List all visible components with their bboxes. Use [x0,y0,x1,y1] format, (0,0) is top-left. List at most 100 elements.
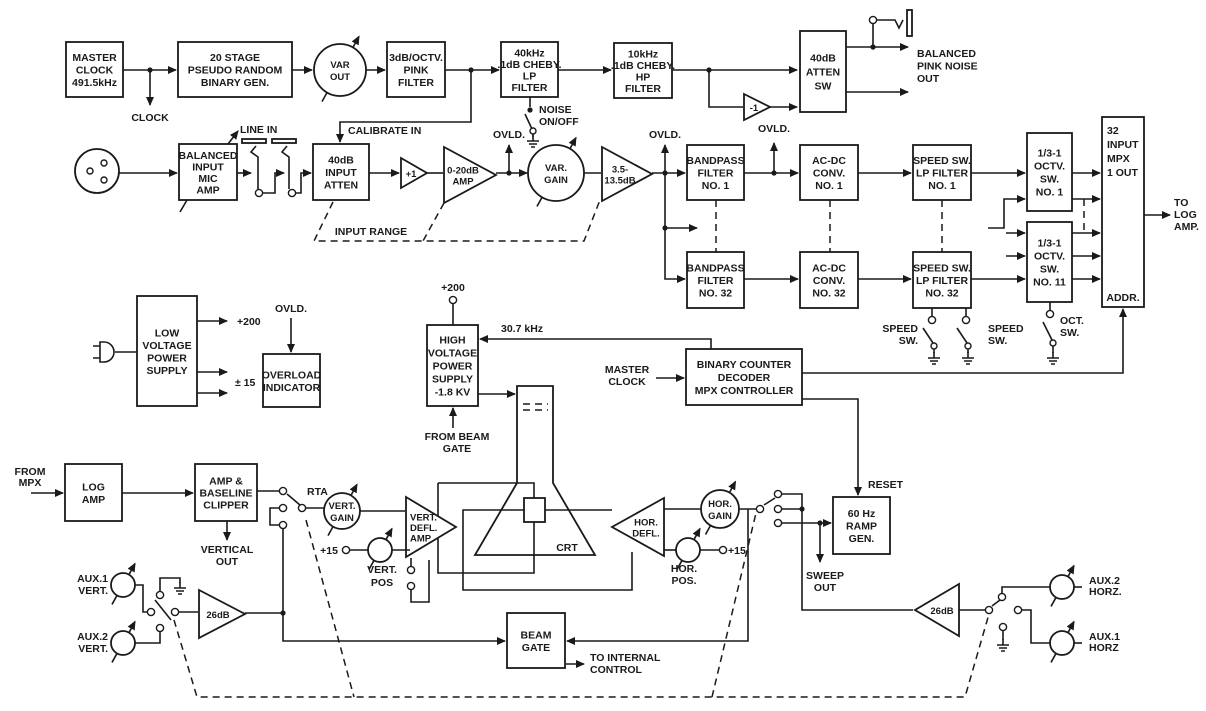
terminal-icon [984,605,994,615]
hp-filter-label: HP [636,71,651,83]
plus200-lv-label: +200 [237,316,261,328]
ground-icon [962,352,974,365]
khz-label: 30.7 kHz [501,323,543,335]
aux2-horz-label: AUX.2 [1089,575,1120,587]
overload-label: INDICATOR [263,382,321,394]
rta-label: RTA [307,486,328,498]
ovld-3-label: OVLD. [758,123,790,135]
hv-ps-label: POWER [433,361,473,373]
input-atten-label: ATTEN [324,180,358,192]
terminal-icon [998,622,1008,632]
master-clock-label: 491.5kHz [72,77,117,89]
vert-defl-label: DEFL. [410,523,437,534]
terminal-icon [755,504,765,514]
lp-32-block [912,251,972,309]
bandpass-1-label: BANDPASS [686,155,744,167]
amp-clipper-label: AMP & [209,476,243,488]
bandpass-1-label: NO. 1 [702,180,730,192]
amp-35-label: 3.5- [612,165,628,176]
mpx-addr-label: ADDR. [1106,292,1139,304]
master-clock-in-label: CLOCK [608,376,646,388]
connector-pin-icon [100,159,108,167]
atten-sw-label: ATTEN [806,67,840,79]
potentiometer-arrow-icon [728,480,737,493]
vertical-out-label: OUT [216,556,239,568]
hor-gain-label: HOR. [708,499,732,510]
bandpass-1-label: FILTER [698,168,734,180]
prbg-label: 20 STAGE [210,52,260,64]
potentiometer-control [1049,574,1075,600]
bandpass-1-block [686,144,745,201]
mic-amp-label: MIC [198,173,218,185]
bandpass-32-label: FILTER [698,275,734,287]
terminal-icon [773,504,783,514]
overload-block [262,353,321,408]
beam-gate-label: BEAM [521,629,552,641]
potentiometer-arrow-icon [127,620,136,633]
speed-sw-1-label: SPEED [882,323,918,335]
terminal-icon [964,342,972,350]
line-in-jack-icon [241,138,267,144]
potentiometer-stub [676,560,683,570]
mpx-label: MPX [1107,153,1130,165]
lp-1-block [912,144,972,201]
to-internal-label: TO INTERNAL [590,652,661,664]
terminal-icon [278,486,288,496]
terminal-icon [155,623,165,633]
potentiometer-stub [111,653,118,663]
signal-line [438,482,535,498]
amp-0-20-label: 0-20dB [447,166,479,177]
potentiometer-control [367,537,393,563]
terminal-icon [406,565,416,575]
pink-filter-block [386,41,446,98]
lv-ps-label: VOLTAGE [142,340,191,352]
aux1-horz-label: AUX.1 [1089,631,1120,643]
sync-line [479,335,712,349]
hv-ps-label: SUPPLY [432,374,473,386]
ground-icon [174,582,186,595]
overload-label: OVERLOAD [262,369,322,381]
signal-line [462,509,633,591]
terminal-icon [146,607,156,617]
ground-icon [1047,352,1059,365]
ground-icon [928,352,940,365]
terminal-icon [773,518,783,528]
lp-1-label: LP FILTER [916,168,969,180]
buffer-label: +1 [406,169,418,180]
signal-line [664,173,686,283]
terminal-icon [155,590,165,600]
plus15-vert-label: +15 [320,545,338,557]
pink-filter-label: 3dB/OCTV. [389,52,443,64]
potentiometer-arrow-icon [1066,620,1075,633]
input-atten-label: 40dB [328,155,354,167]
sweep-out-label: SWEEP [806,570,844,582]
signal-line [988,195,1026,229]
mic-amp-block [178,143,238,201]
inverter-amplifier [743,92,773,122]
switch-lever [763,497,776,506]
ganged-link [711,512,757,698]
atten-sw-label: SW [815,81,832,93]
potentiometer-control [675,537,701,563]
signal-line [410,560,430,603]
balanced-out-label: OUT [917,73,940,85]
prbg-label: PSEUDO RANDOM [188,65,283,77]
crt-label: CRT [556,542,578,554]
hor-pos-label: HOR. [671,563,697,575]
acdc-32-block [799,251,859,309]
potentiometer-stub [327,526,334,537]
hv-ps-label: HIGH [439,335,465,347]
from-mpx-label: MPX [19,477,42,489]
lv-ps-block [136,295,198,407]
log-amp-label: LOG [82,481,105,493]
terminal-icon [1049,339,1057,347]
binary-counter-block [685,348,803,406]
amp-35-amplifier [601,145,654,203]
connector-pin-icon [100,176,108,184]
lv-ps-label: LOW [155,327,180,339]
hor-defl-label: HOR. [634,518,658,529]
bandpass-32-label: BANDPASS [686,263,744,275]
signal-line [708,70,743,108]
signal-line [782,493,803,509]
